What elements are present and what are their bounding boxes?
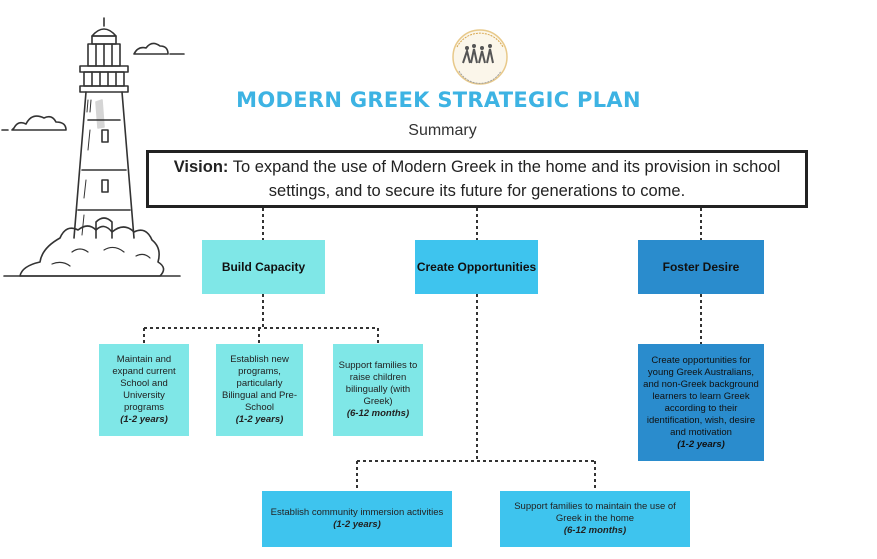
action-duration: (1-2 years) [677, 438, 725, 450]
action-establish-programs: Establish new programs, particularly Bil… [216, 344, 303, 436]
action-maintain-programs: Maintain and expand current School and U… [99, 344, 189, 436]
lighthouse-icon [1, 17, 185, 277]
pillar-foster-desire: Foster Desire [638, 240, 764, 294]
action-duration: (1-2 years) [333, 519, 381, 530]
page-title: MODERN GREEK STRATEGIC PLAN [236, 88, 641, 112]
action-text: Establish community immersion activities [270, 507, 444, 518]
action-support-bilingual: Support families to raise children bilin… [333, 344, 423, 436]
action-create-opportunities: Create opportunities for young Greek Aus… [638, 344, 764, 461]
action-text: Support families to raise children bilin… [338, 360, 418, 407]
action-duration: (1-2 years) [120, 414, 168, 425]
vision-text: To expand the use of Modern Greek in the… [228, 158, 781, 200]
action-community-immersion: Establish community immersion activities… [262, 491, 452, 547]
action-support-home-use: Support families to maintain the use of … [500, 491, 690, 547]
page-subtitle: Summary [408, 122, 477, 139]
action-text: Create opportunities for young Greek Aus… [643, 354, 759, 438]
vision-statement: Vision: To expand the use of Modern Gree… [146, 150, 808, 208]
pillar-build-capacity: Build Capacity [202, 240, 325, 294]
pillar-create-opportunities: Create Opportunities [415, 240, 538, 294]
action-text: Maintain and expand current School and U… [112, 354, 176, 413]
action-duration: (6-12 months) [346, 408, 410, 419]
action-text: Establish new programs, particularly Bil… [222, 354, 297, 413]
action-duration: (1-2 years) [235, 414, 284, 425]
action-text: Support families to maintain the use of … [514, 501, 676, 524]
action-duration: (6-12 months) [563, 525, 627, 536]
vision-label: Vision: [173, 158, 229, 176]
organisation-logo [452, 29, 508, 85]
